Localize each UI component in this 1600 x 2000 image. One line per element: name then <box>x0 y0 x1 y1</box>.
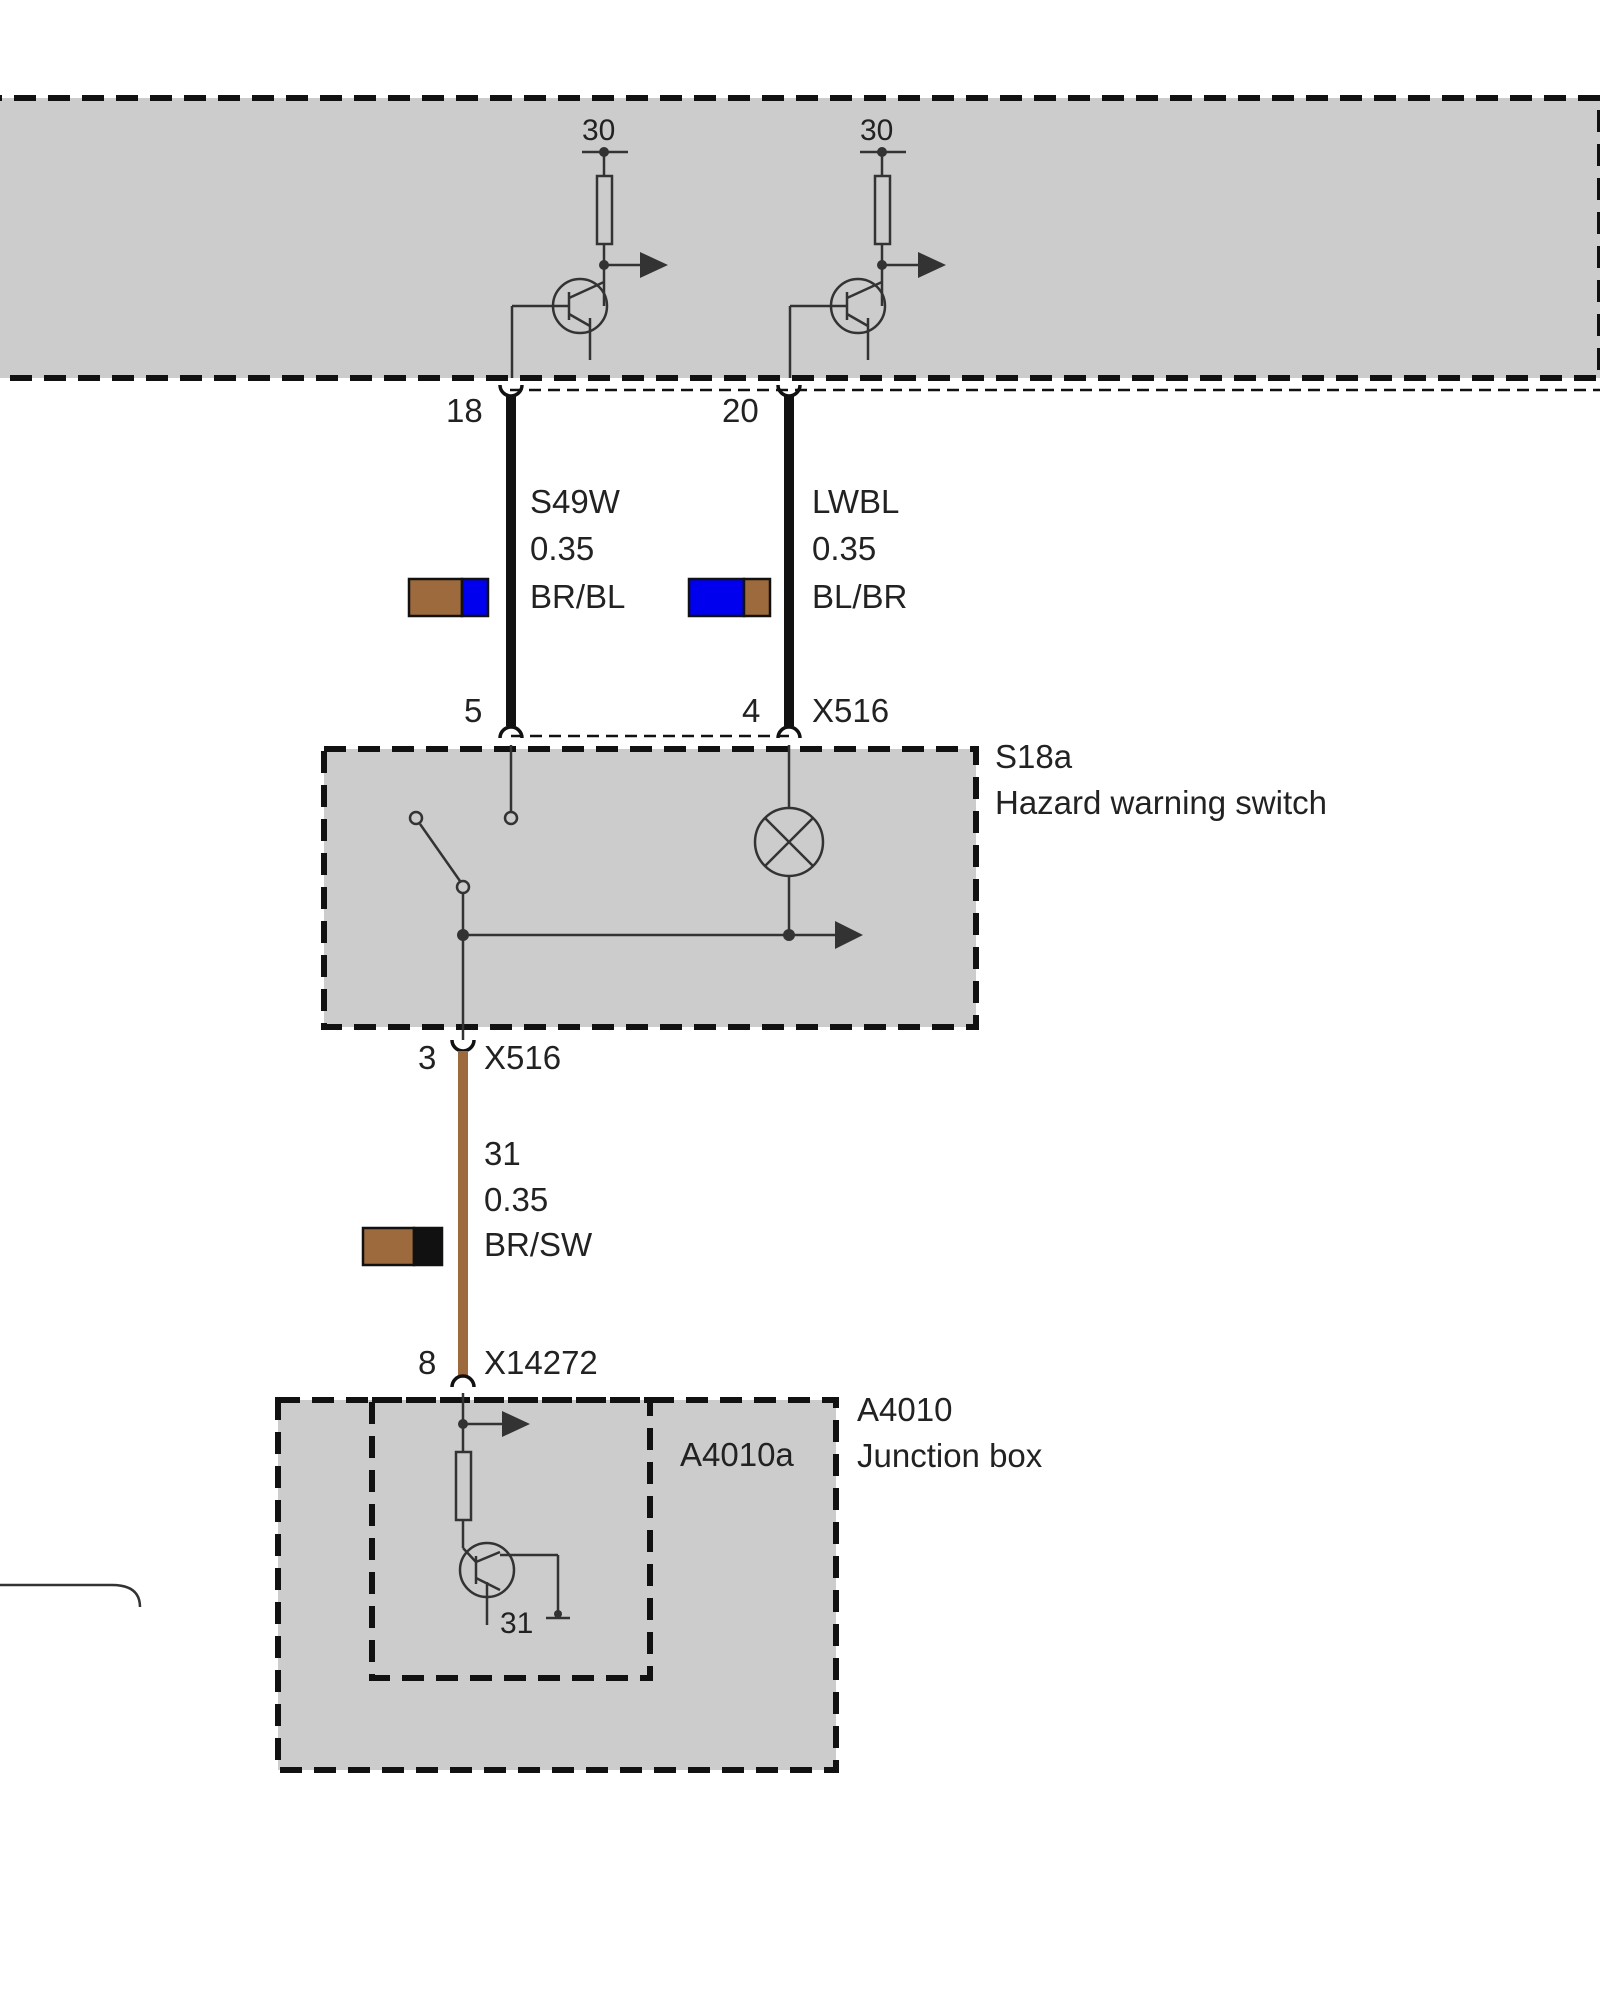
ground-wire-cross-section: 0.35 <box>484 1181 548 1218</box>
junction-box: A4010a A4010 Junction box 31 <box>275 1391 1043 1773</box>
hazard-switch-box <box>321 746 979 1030</box>
ground-wire-color-code: BR/SW <box>484 1226 593 1263</box>
pin-18-label: 18 <box>446 392 483 429</box>
wire-left: 18 5 S49W 0.35 BR/BL <box>407 384 625 739</box>
offpage-connector-edge <box>0 1583 142 1608</box>
output-arrow-left <box>640 252 668 278</box>
switch-id-label: S18a <box>995 738 1073 775</box>
top-control-unit: 30 30 <box>0 95 1600 392</box>
junction-box-inner <box>369 1397 653 1681</box>
junction-ground-label: 31 <box>500 1607 533 1640</box>
supply-30-left-label: 30 <box>582 114 615 147</box>
supply-30-right-label: 30 <box>860 114 893 147</box>
switch-contact-fixed <box>503 810 519 826</box>
junction-box-inner-id: A4010a <box>680 1436 794 1473</box>
ground-wire: 3 X516 31 0.35 BR/SW 8 X14272 <box>361 1039 598 1388</box>
ground-connector-bottom-label: X14272 <box>484 1344 598 1381</box>
hazard-warning-switch: X516 S18a Hazard warning switch <box>321 692 1327 1040</box>
wire-left-color-code: BR/BL <box>530 578 625 615</box>
ground-wire-color-swatch <box>361 1226 444 1267</box>
wire-right-signal: LWBL <box>812 483 899 520</box>
wire-left-color-swatch <box>407 577 490 618</box>
switch-connector-top-label: X516 <box>812 692 889 729</box>
pin-5-label: 5 <box>464 692 482 729</box>
wire-right: 20 4 LWBL 0.35 BL/BR <box>687 384 907 739</box>
terminal-3 <box>450 1039 476 1053</box>
junction-output-arrow <box>502 1411 530 1437</box>
pin-8-label: 8 <box>418 1344 436 1381</box>
terminal-4 <box>776 725 802 739</box>
wire-left-cross-section: 0.35 <box>530 530 594 567</box>
switch-output-arrow <box>835 921 863 949</box>
top-control-unit-box <box>0 95 1600 381</box>
wire-right-color-code: BL/BR <box>812 578 907 615</box>
junction-box-name: Junction box <box>857 1437 1043 1474</box>
output-arrow-right <box>918 252 946 278</box>
right-transistor-stage: 30 <box>788 114 946 378</box>
pin-4-label: 4 <box>742 692 760 729</box>
terminal-18 <box>498 384 524 398</box>
terminal-20 <box>776 384 802 398</box>
switch-name-label: Hazard warning switch <box>995 784 1327 821</box>
wire-right-color-swatch <box>687 577 772 618</box>
terminal-8 <box>450 1374 476 1388</box>
ground-connector-top-label: X516 <box>484 1039 561 1076</box>
pin-20-label: 20 <box>722 392 759 429</box>
terminal-5 <box>498 725 524 739</box>
wire-left-signal: S49W <box>530 483 621 520</box>
pin-3-label: 3 <box>418 1039 436 1076</box>
junction-box-id: A4010 <box>857 1391 952 1428</box>
left-transistor-stage: 30 <box>510 114 668 378</box>
switch-lever <box>418 823 462 882</box>
wire-right-cross-section: 0.35 <box>812 530 876 567</box>
ground-wire-signal: 31 <box>484 1135 521 1172</box>
